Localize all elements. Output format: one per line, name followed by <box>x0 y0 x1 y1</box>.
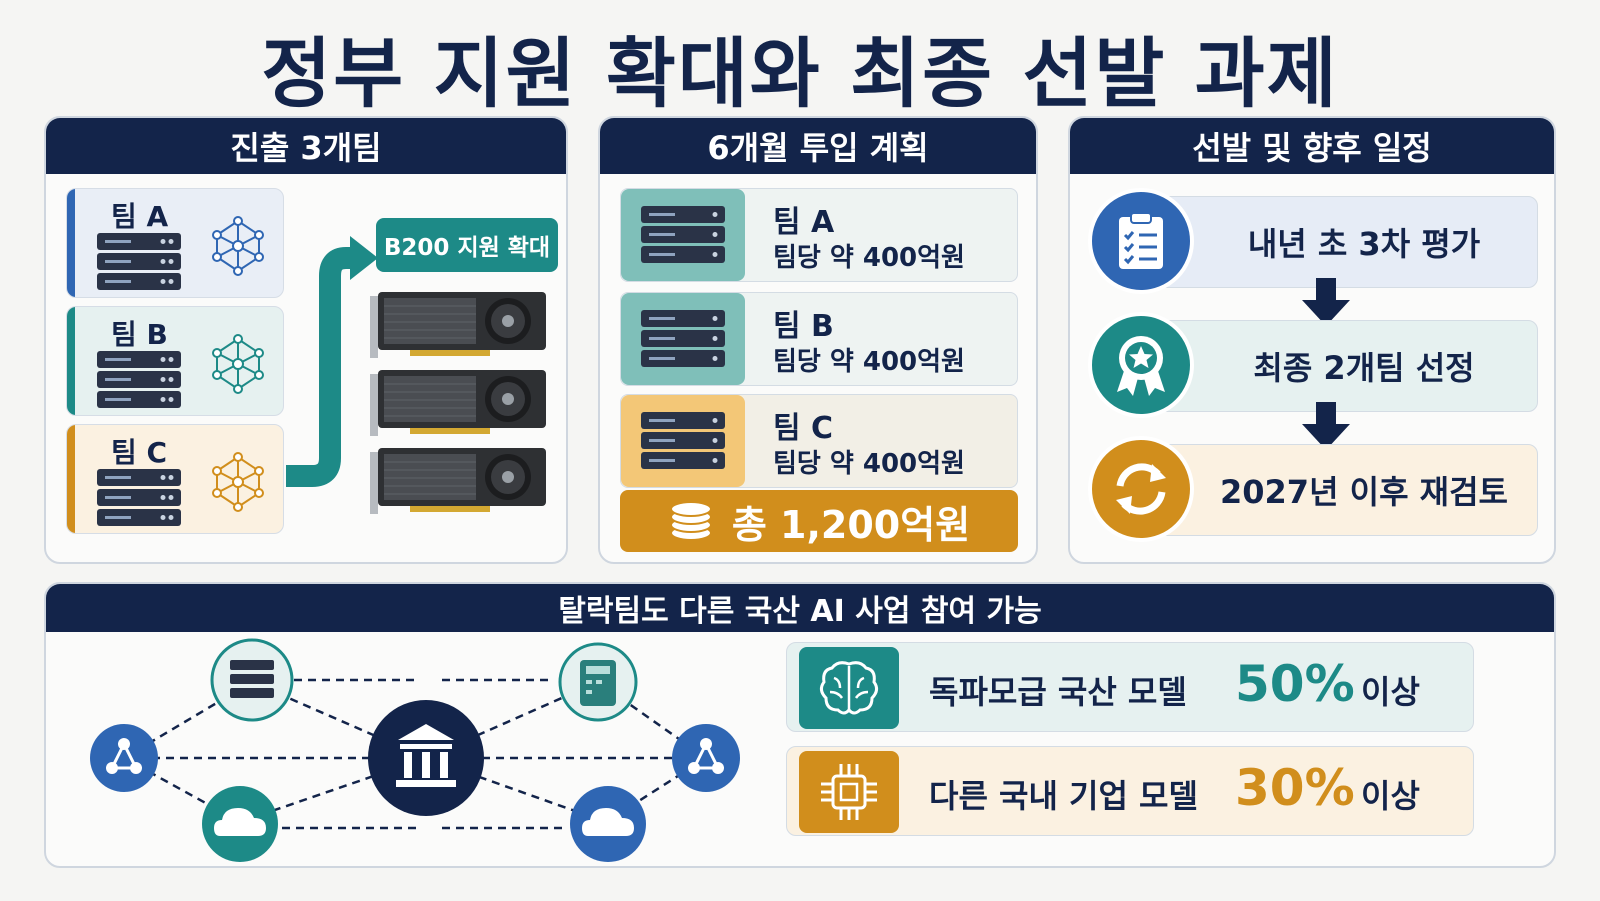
model-share-percent: 30% <box>1235 759 1355 817</box>
team-card-label: 팀 B <box>111 318 168 351</box>
investment-amount: 팀당 약 400억원 <box>773 347 965 377</box>
participation-panel-header: 탈락팀도 다른 국산 AI 사업 참여 가능 <box>46 584 1554 632</box>
network-icon <box>207 451 269 517</box>
team-card-b: 팀 B <box>66 306 284 416</box>
model-share-suffix: 이상 <box>1361 673 1420 711</box>
model-share-row-1: 독파모급 국산 모델 50% 이상 <box>786 642 1474 732</box>
participation-panel: 탈락팀도 다른 국산 AI 사업 참여 가능 <box>44 582 1556 868</box>
server-icon <box>621 189 745 281</box>
total-budget-label: 총 1,200억원 <box>731 502 971 547</box>
gpu-card-icon <box>370 370 546 436</box>
schedule-step-1: 내년 초 3차 평가 <box>1130 196 1538 288</box>
investment-panel: 6개월 투입 계획 팀 A 팀당 약 400억원 팀 B 팀당 약 400억원 <box>598 116 1038 564</box>
coins-icon <box>669 501 712 541</box>
investment-panel-header: 6개월 투입 계획 <box>600 118 1036 174</box>
network-icon <box>207 215 269 281</box>
investment-item-b: 팀 B 팀당 약 400억원 <box>620 292 1018 386</box>
clipboard-icon <box>1088 188 1194 294</box>
team-card-c: 팀 C <box>66 424 284 534</box>
gpu-card-icon <box>370 448 546 514</box>
investment-team: 팀 B <box>773 309 834 344</box>
model-share-row-2: 다른 국내 기업 모델 30% 이상 <box>786 746 1474 836</box>
server-icon <box>97 233 181 295</box>
model-share-percent: 50% <box>1235 655 1355 713</box>
server-icon <box>621 395 745 487</box>
arrow-down-icon <box>1302 402 1350 450</box>
investment-team: 팀 C <box>773 411 834 446</box>
server-icon <box>621 293 745 385</box>
schedule-step-3: 2027년 이후 재검토 <box>1130 444 1538 536</box>
model-share-suffix: 이상 <box>1361 777 1420 815</box>
b200-badge: B200 지원 확대 <box>376 218 558 272</box>
model-share-label: 다른 국내 기업 모델 <box>929 777 1198 815</box>
total-budget: 총 1,200억원 <box>620 490 1018 552</box>
investment-team: 팀 A <box>773 205 835 240</box>
team-card-label: 팀 C <box>111 436 168 469</box>
schedule-panel: 선발 및 향후 일정 내년 초 3차 평가 최종 2개팀 선정 2027년 이후… <box>1068 116 1556 564</box>
refresh-icon <box>1088 436 1194 542</box>
model-share-label: 독파모급 국산 모델 <box>929 673 1187 711</box>
award-ribbon-icon <box>1088 312 1194 418</box>
network-diagram <box>90 638 740 862</box>
investment-item-c: 팀 C 팀당 약 400억원 <box>620 394 1018 488</box>
arrow-down-icon <box>1302 278 1350 326</box>
schedule-panel-header: 선발 및 향후 일정 <box>1070 118 1554 174</box>
brain-icon <box>799 647 899 729</box>
flow-arrow-icon <box>286 236 378 487</box>
teams-panel-header: 진출 3개팀 <box>46 118 566 174</box>
gpu-card-icon <box>370 292 546 358</box>
investment-item-a: 팀 A 팀당 약 400억원 <box>620 188 1018 282</box>
team-card-label: 팀 A <box>111 200 169 233</box>
investment-amount: 팀당 약 400억원 <box>773 243 965 273</box>
page-title: 정부 지원 확대와 최종 선발 과제 <box>261 29 1339 118</box>
server-icon <box>97 469 181 531</box>
team-card-a: 팀 A <box>66 188 284 298</box>
chip-icon <box>799 751 899 833</box>
network-icon <box>207 333 269 399</box>
server-icon <box>97 351 181 413</box>
investment-amount: 팀당 약 400억원 <box>773 449 965 479</box>
teams-panel: 진출 3개팀 팀 A 팀 B <box>44 116 568 564</box>
